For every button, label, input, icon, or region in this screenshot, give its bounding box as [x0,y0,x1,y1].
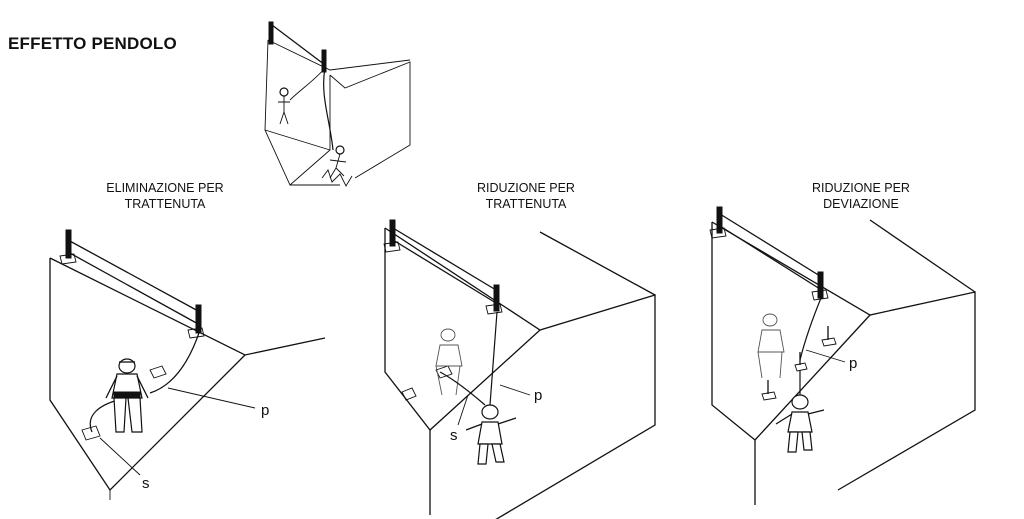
worker-figure [105,358,149,433]
caption-line-2: DEVIAZIONE [823,197,899,211]
label-s: s [142,475,150,492]
diagram-title: EFFETTO PENDOLO [8,34,177,53]
hanging-worker-figure [775,394,825,453]
caption-line-1: ELIMINAZIONE PER [106,181,224,195]
worker-figure [278,87,290,125]
pendulum-overview-illustration [264,21,411,187]
hanging-worker-figure [465,404,517,465]
ghost-worker-figure [757,313,785,379]
fallen-worker-figure [321,145,353,187]
caption-riduzione-deviazione: RIDUZIONE PER DEVIAZIONE [781,180,941,212]
label-p: p [534,387,542,404]
caption-line-2: TRATTENUTA [124,197,206,211]
panel-eliminazione-per-trattenuta: p s [49,229,326,500]
caption-riduzione-trattenuta: RIDUZIONE PER TRATTENUTA [446,180,606,212]
ghost-worker-figure [435,328,463,396]
panel-riduzione-per-trattenuta: p s [383,219,656,519]
caption-eliminazione: ELIMINAZIONE PER TRATTENUTA [85,180,245,212]
caption-line-1: RIDUZIONE PER [812,181,910,195]
caption-line-1: RIDUZIONE PER [477,181,575,195]
panel-riduzione-per-deviazione: p [709,206,976,505]
caption-line-2: TRATTENUTA [485,197,567,211]
label-p: p [261,402,269,419]
label-s: s [450,427,458,444]
label-p: p [849,355,857,372]
